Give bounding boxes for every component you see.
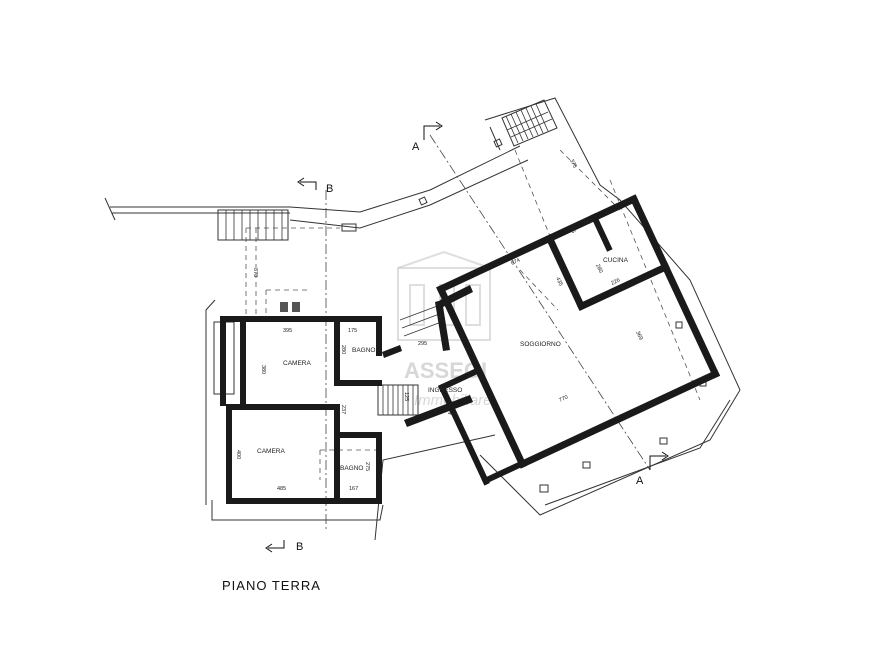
- dimension-labels: 395 380 175 280 485 400 167 275 237 295 …: [235, 158, 644, 492]
- dim-bagno-upper-height: 280: [340, 345, 346, 354]
- dim-bagno-lower-height: 275: [364, 462, 370, 471]
- section-marker-a-bottom: A: [636, 451, 669, 487]
- walls-left-block: [220, 316, 382, 504]
- staircase-top: [501, 99, 558, 147]
- dim-corridor-height: 237: [340, 405, 346, 414]
- room-camera-upper: CAMERA: [283, 360, 311, 367]
- dim-stair-side: 299: [436, 312, 442, 321]
- dim-rip-width: 95: [568, 226, 576, 234]
- section-marker-b-bottom: B: [265, 540, 303, 553]
- svg-text:B: B: [326, 183, 333, 195]
- dim-ingresso-width: 295: [418, 341, 427, 347]
- dim-ingresso-small: 125: [403, 392, 409, 401]
- dim-bagno-lower-width: 167: [349, 486, 358, 492]
- dashed-lines: [245, 134, 701, 530]
- dim-bagno-upper-width: 175: [348, 328, 357, 334]
- dim-cucina-width: 226: [610, 277, 621, 286]
- room-rip: RIP: [582, 219, 593, 226]
- dim-cucina-height: 280: [594, 263, 603, 274]
- svg-text:B: B: [296, 541, 303, 553]
- dim-camera-lower-height: 400: [235, 450, 241, 459]
- room-bagno-upper: BAGNO: [352, 347, 375, 354]
- walls-right-block: [436, 194, 721, 486]
- room-cucina: CUCINA: [603, 257, 629, 264]
- watermark-subtext: Immobiliare: [414, 392, 492, 409]
- section-marker-b-top: B: [297, 177, 333, 195]
- dim-wall-small: 435: [554, 276, 563, 287]
- dim-soggiorno-bottom: 770: [558, 394, 569, 403]
- dim-camera-lower-width: 485: [277, 486, 286, 492]
- dim-soggiorno-top: 674: [510, 257, 521, 266]
- dim-camera-upper-height: 380: [260, 365, 266, 374]
- dim-camera-upper-width: 395: [283, 328, 292, 334]
- dim-ingresso-lower: 424: [448, 411, 457, 417]
- svg-text:A: A: [412, 141, 420, 153]
- staircase-ingresso: [377, 304, 445, 416]
- svg-text:A: A: [636, 475, 644, 487]
- room-ingresso: INGRESSO: [428, 387, 462, 394]
- room-camera-lower: CAMERA: [257, 448, 285, 455]
- dim-soggiorno-right: 369: [634, 330, 643, 341]
- staircase-entry: [217, 209, 289, 241]
- room-bagno-lower: BAGNO: [340, 465, 363, 472]
- floor-label: PIANO TERRA: [222, 578, 321, 593]
- dim-entry-side: 373: [252, 268, 258, 277]
- room-soggiorno: SOGGIORNO: [520, 341, 561, 348]
- section-marker-a-top: A: [412, 121, 443, 153]
- walls-ingresso: [382, 285, 473, 427]
- site-outline: [104, 97, 741, 541]
- room-labels: CAMERA BAGNO CAMERA BAGNO INGRESSO SOGGI…: [257, 219, 629, 472]
- dim-porch-side: 375: [568, 158, 577, 169]
